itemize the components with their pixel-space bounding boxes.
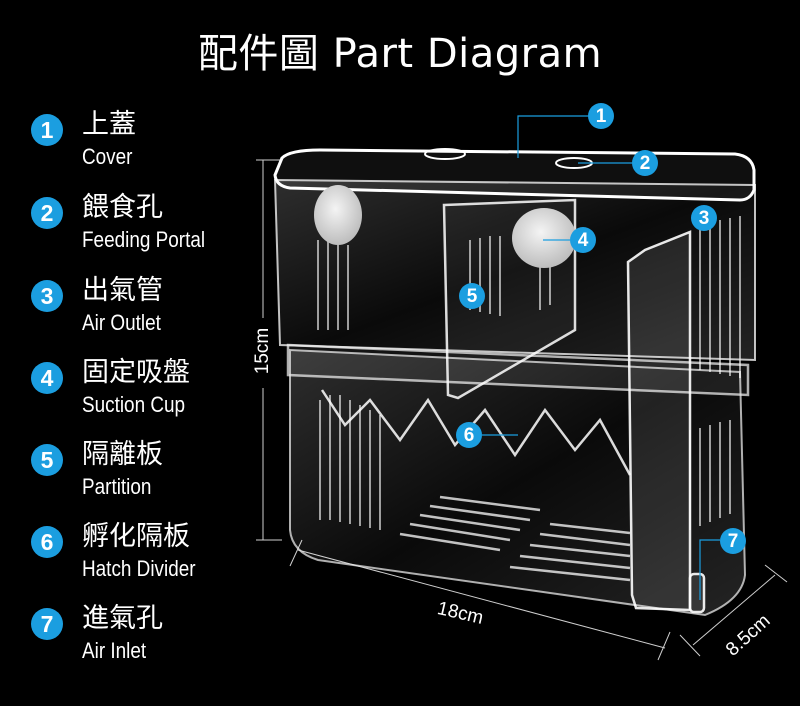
number-badge: 5 (31, 444, 63, 476)
number-badge: 6 (31, 526, 63, 558)
depth-dimension-line (679, 564, 788, 657)
part-name-zh: 隔離板 (82, 439, 163, 470)
bottom-vent-slots (399, 495, 631, 582)
legend-item-partition: 5 隔離板 Partition (30, 439, 270, 510)
part-name-en: Air Inlet (82, 638, 147, 663)
height-dimension-line (256, 159, 282, 541)
upper-tank (273, 178, 756, 362)
part-name-en: Suction Cup (82, 392, 186, 417)
part-name-en: Air Outlet (82, 310, 161, 335)
part-name-en: Feeding Portal (82, 227, 206, 252)
part-name-zh: 出氣管 (82, 275, 163, 306)
legend-item-air-inlet: 7 進氣孔 Air Inlet (30, 603, 270, 674)
legend-item-air-outlet: 3 出氣管 Air Outlet (30, 275, 270, 346)
air-tube (626, 230, 706, 614)
part-name-zh: 上蓋 (82, 109, 136, 140)
part-name-en: Partition (82, 474, 152, 499)
callout-4-suction-cup: 4 (570, 227, 596, 253)
number-badge: 2 (31, 197, 63, 229)
part-name-en: Hatch Divider (82, 556, 196, 581)
part-name-zh: 孵化隔板 (82, 521, 190, 552)
part-name-zh: 餵食孔 (82, 192, 163, 223)
number-badge: 4 (31, 362, 63, 394)
page-title: 配件圖 Part Diagram (197, 31, 603, 77)
callout-1-cover: 1 (588, 103, 614, 129)
callout-leader-lines (482, 115, 720, 600)
legend-item-suction-cup: 4 固定吸盤 Suction Cup (30, 357, 270, 428)
part-name-en: Cover (82, 144, 133, 169)
number-badge: 1 (31, 114, 63, 146)
number-badge: 7 (31, 608, 63, 640)
number-badge: 3 (31, 280, 63, 312)
legend-item-cover: 1 上蓋 Cover (30, 109, 270, 180)
part-name-zh: 固定吸盤 (82, 357, 190, 388)
legend-item-feeding-portal: 2 餵食孔 Feeding Portal (30, 192, 270, 263)
callout-3-air-outlet: 3 (691, 205, 717, 231)
legend-item-hatch-divider: 6 孵化隔板 Hatch Divider (30, 521, 270, 592)
suction-cups (314, 185, 576, 268)
callout-6-hatch-divider: 6 (456, 422, 482, 448)
callout-7-air-inlet: 7 (720, 528, 746, 554)
height-dimension-label: 15cm (252, 327, 273, 375)
callout-5-partition: 5 (459, 283, 485, 309)
callout-2-feeding-portal: 2 (632, 150, 658, 176)
part-name-zh: 進氣孔 (82, 603, 163, 634)
